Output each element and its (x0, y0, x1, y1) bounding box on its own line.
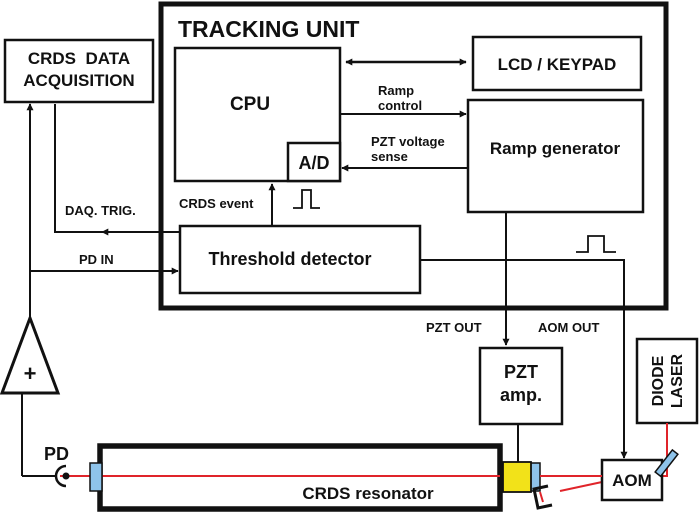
ramp-generator-box (466, 98, 645, 214)
pzt-voltage-sense-label-1: PZT voltage (371, 134, 445, 149)
threshold-detector-label: Threshold detector (208, 249, 371, 269)
crds-resonator-tube (97, 443, 503, 512)
daq-trigger-label: DAQ. TRIG. (65, 203, 136, 218)
pzt-crystal (502, 461, 532, 493)
lcd-keypad-label: LCD / KEYPAD (498, 55, 617, 74)
diode-laser-label-2: LASER (669, 353, 686, 408)
diode-laser-box (635, 337, 699, 425)
aom-label: AOM (612, 471, 652, 490)
tracking-unit-box (158, 1, 669, 311)
amplifier-symbol: + (24, 361, 37, 386)
aom-box (600, 458, 664, 502)
crds-event-label: CRDS event (179, 196, 254, 211)
pd-label: PD (44, 444, 69, 464)
threshold-detector-box (178, 224, 422, 295)
crds-resonator-label: CRDS resonator (302, 484, 434, 503)
pzt-voltage-sense-label-2: sense (371, 149, 408, 164)
crds-data-acquisition-label-1: CRDS DATA (28, 49, 130, 68)
diode-laser-label-1: DIODE (650, 355, 667, 406)
ad-converter-box (286, 141, 342, 183)
pzt-amp-label-1: PZT (504, 362, 538, 382)
aom-deflected-beam (559, 481, 603, 492)
crds-data-acquisition-label-2: ACQUISITION (23, 71, 134, 90)
beam-dump-icon (532, 484, 553, 510)
steering-mirror (654, 448, 679, 478)
pzt-amp-label-2: amp. (500, 385, 542, 405)
amplifier-triangle (0, 313, 61, 395)
pd-in-label: PD IN (79, 252, 114, 267)
ramp-generator-label: Ramp generator (490, 139, 621, 158)
input-mirror (89, 462, 103, 492)
crds-event-pulse-icon (293, 189, 320, 209)
cpu-label: CPU (230, 94, 270, 115)
pzt-out-label: PZT OUT (426, 320, 482, 335)
photodiode-icon (54, 464, 67, 488)
pzt-amp-box (478, 346, 564, 426)
ad-converter-label: A/D (299, 153, 330, 173)
ramp-control-label-1: Ramp (378, 83, 414, 98)
aom-out-label: AOM OUT (538, 320, 599, 335)
ramp-control-label-2: control (378, 98, 422, 113)
crds-data-acquisition-box (3, 38, 155, 104)
lcd-keypad-box (471, 35, 643, 92)
aom-out-pulse-icon (576, 235, 616, 253)
tracking-unit-title: TRACKING UNIT (178, 16, 359, 42)
laser-beam (60, 423, 668, 477)
